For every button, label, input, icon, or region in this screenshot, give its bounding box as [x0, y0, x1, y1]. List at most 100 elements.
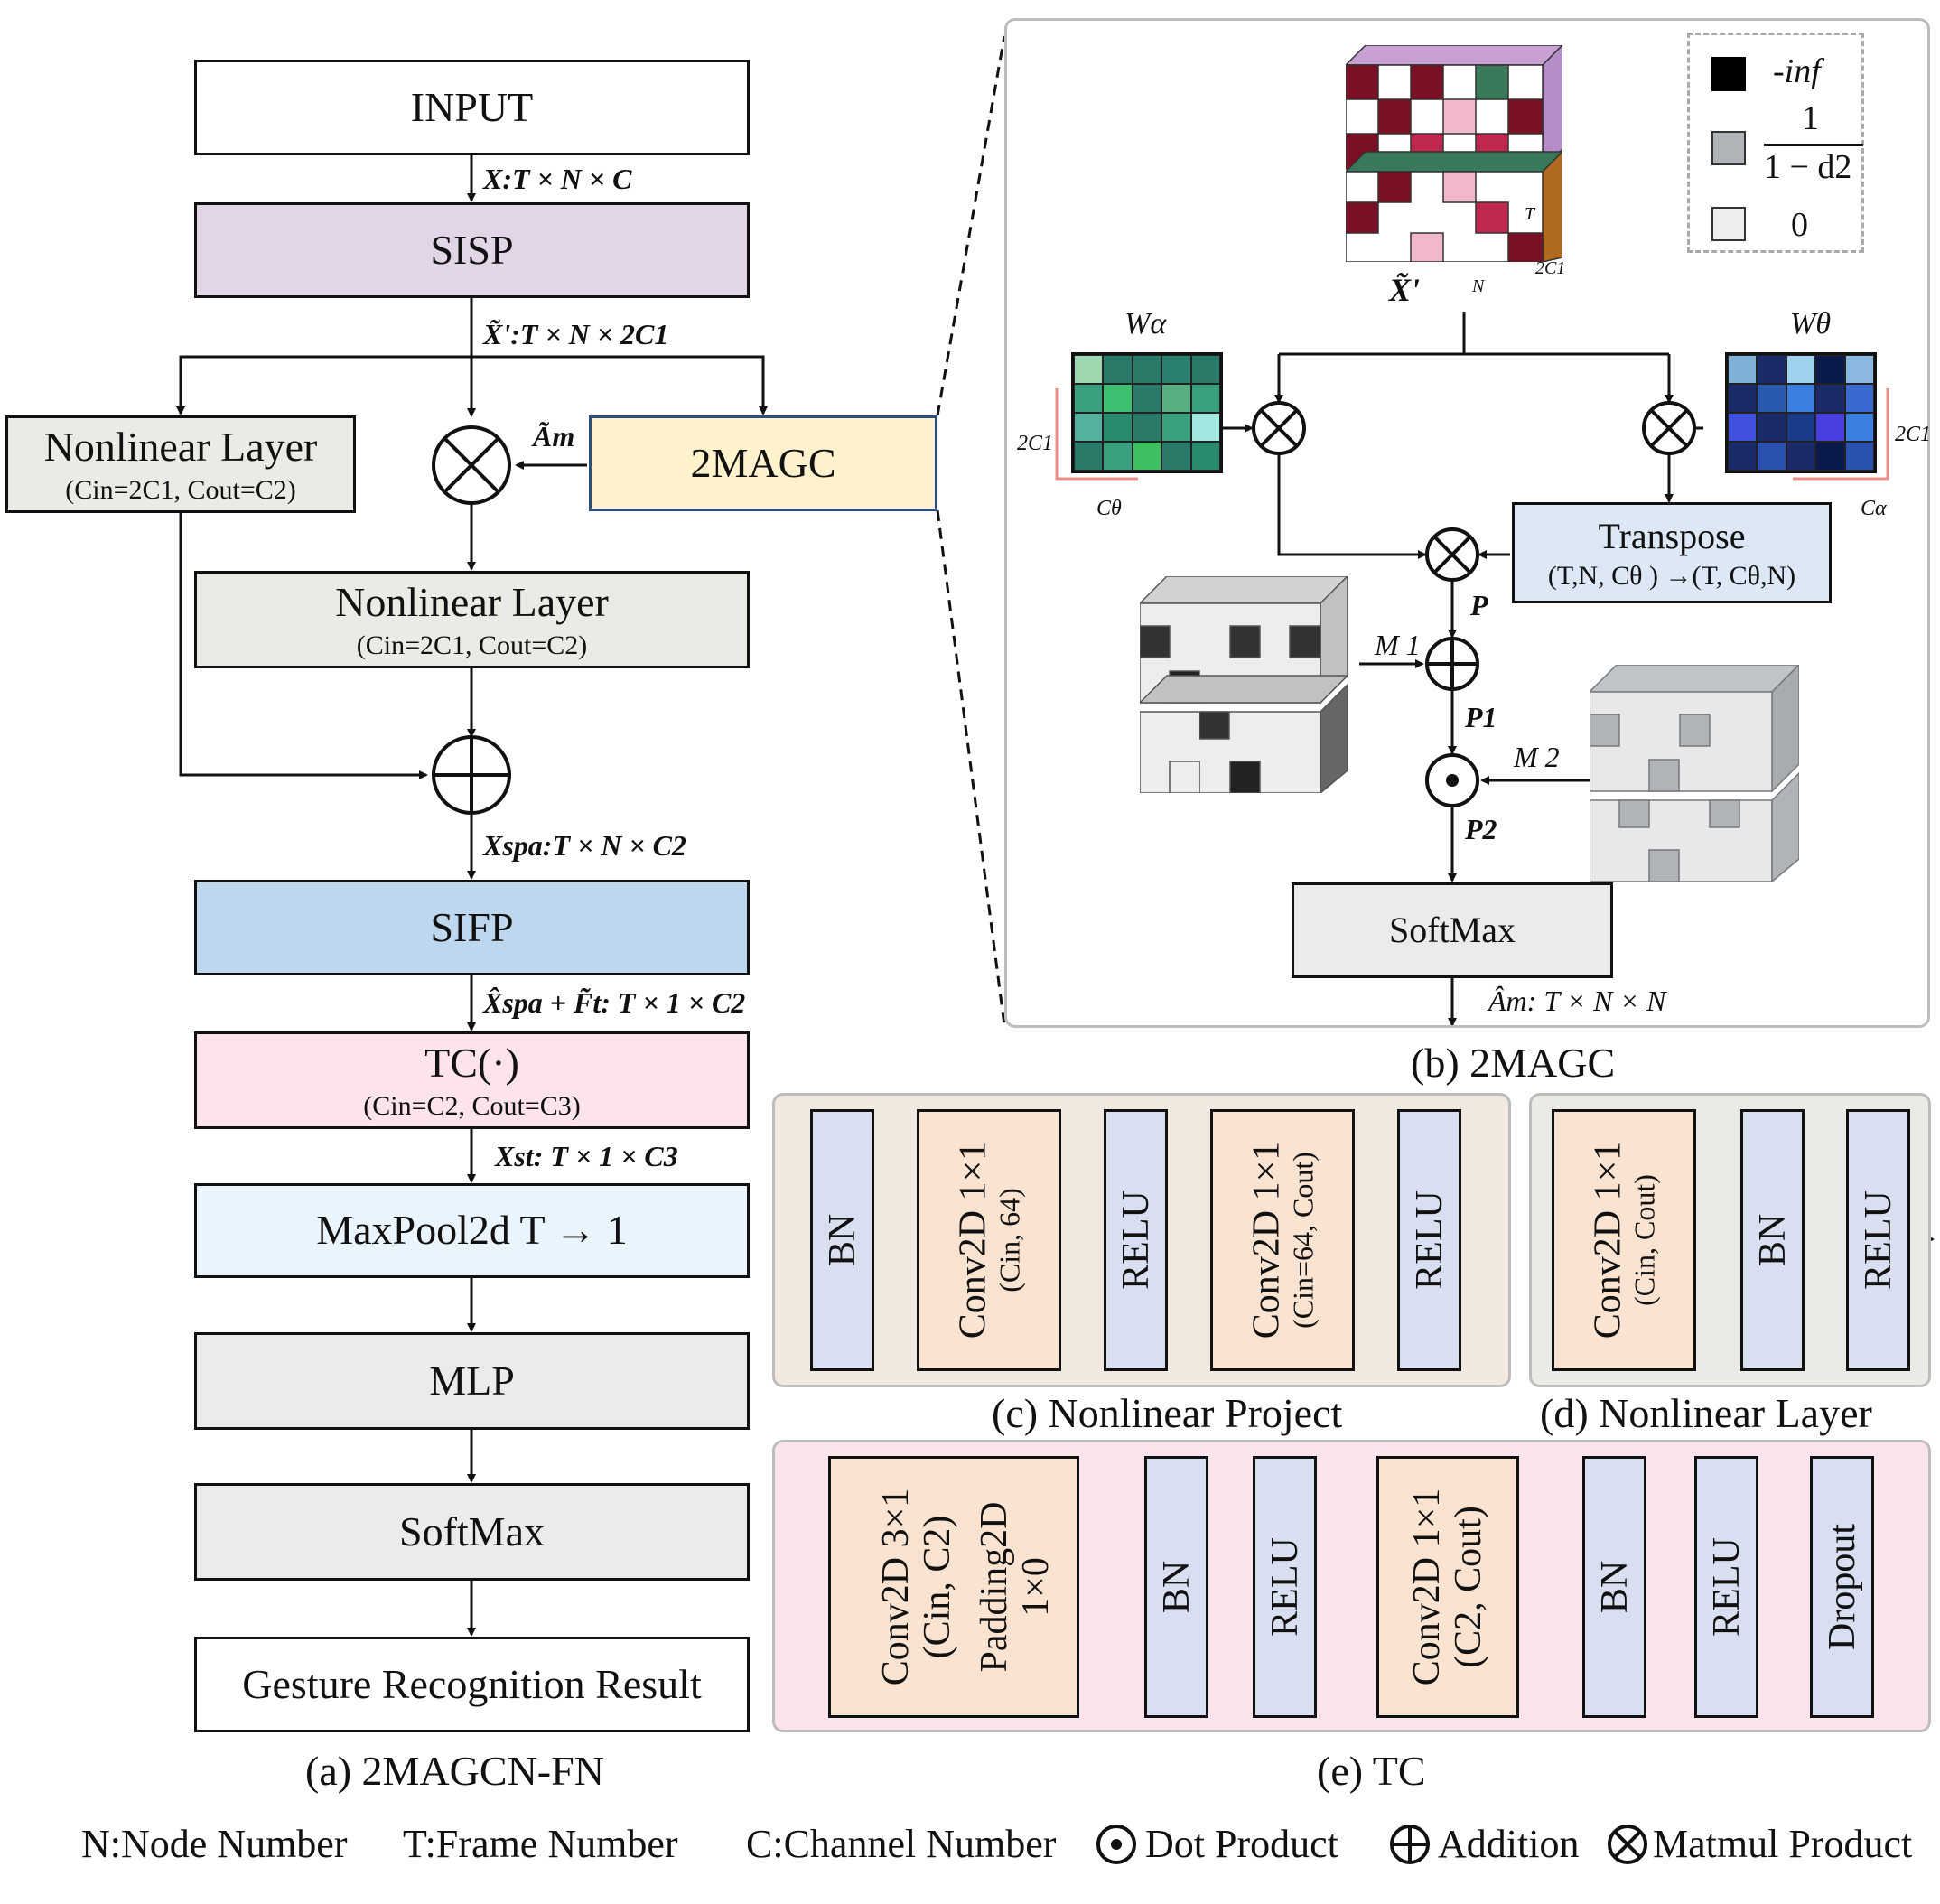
nl-conv-sub: (Cin, Cout): [1628, 1174, 1661, 1306]
nonlinear-center-title: Nonlinear Layer: [335, 579, 609, 626]
np-bn-label: BN: [821, 1213, 863, 1267]
a-m-label: Ãm: [533, 420, 575, 453]
nl-conv-title: Conv2D 1×1: [1587, 1141, 1629, 1339]
np-relu1-label: RELU: [1115, 1190, 1157, 1290]
x-tilde-label: X̃': [1389, 272, 1421, 308]
tc-conv1-line2: (Cin, C2): [917, 1515, 959, 1659]
np-conv2-title: Conv2D 1×1: [1245, 1141, 1288, 1339]
tc-conv2-line2: (C2, Cout): [1448, 1506, 1489, 1668]
x-tilde-tensor: [1344, 43, 1564, 263]
np-relu2-label: RELU: [1408, 1190, 1450, 1290]
x-st-label: Xst: T × 1 × C3: [495, 1140, 678, 1172]
nonlinear-layer-left: Nonlinear Layer (Cin=2C1, Cout=C2): [5, 415, 356, 513]
x-input-label: X:T × N × C: [483, 163, 632, 195]
m2-mask-graphic: [1588, 663, 1801, 883]
legend-frac-den: 1 − d2: [1764, 148, 1852, 186]
m1-mask-tensor: [1138, 574, 1349, 795]
w-theta-2c1-label: 2C1: [1895, 423, 1932, 446]
tc-relu1-block: RELU: [1253, 1456, 1317, 1718]
transpose-title: Transpose: [1598, 515, 1746, 556]
tc-relu2-label: RELU: [1705, 1537, 1748, 1637]
x-prime-label: X̃':T × N × 2C1: [483, 318, 669, 350]
caption-d: (d) Nonlinear Layer: [1540, 1390, 1872, 1436]
w-alpha-label: Wα: [1124, 307, 1167, 341]
tc-conv1-line3: Padding2D: [973, 1501, 1015, 1673]
operator-symbols: [432, 401, 1696, 1864]
nonlinear-left-title: Nonlinear Layer: [43, 424, 318, 471]
legend-neg-inf: -inf: [1773, 52, 1821, 90]
tensor-t-label: T: [1525, 204, 1535, 224]
tc-dropout-block: Dropout: [1810, 1456, 1874, 1718]
np-conv1-text: Conv2D 1×1(Cin, 64): [952, 1142, 1025, 1339]
nonlinear-left-params: (Cin=2C1, Cout=C2): [65, 474, 296, 505]
np-relu1-block: RELU: [1104, 1109, 1168, 1371]
p2-label: P2: [1465, 813, 1497, 845]
nl-relu-label: RELU: [1857, 1190, 1899, 1290]
sifp-label: SIFP: [430, 903, 514, 950]
tc-dropout-label: Dropout: [1821, 1524, 1863, 1650]
maxpool-label: MaxPool2d T → 1: [316, 1207, 628, 1254]
nl-bn-label: BN: [1751, 1213, 1794, 1267]
caption-a: (a) 2MAGCN-FN: [305, 1748, 604, 1794]
np-conv2-text: Conv2D 1×1(Cin=64, Cout): [1245, 1142, 1319, 1339]
magc-panel: [1004, 18, 1930, 1028]
np-conv2-block: Conv2D 1×1(Cin=64, Cout): [1210, 1109, 1355, 1371]
tc-bn1-block: BN: [1144, 1456, 1208, 1718]
result-label: Gesture Recognition Result: [242, 1660, 702, 1707]
x-spa-label: Xspa:T × N × C2: [483, 829, 686, 862]
p-label: P: [1470, 589, 1488, 621]
legend-swatch-white: [1711, 207, 1746, 241]
mlp-block: MLP: [194, 1332, 750, 1430]
sisp-label: SISP: [430, 226, 514, 273]
w-theta-label: Wθ: [1790, 307, 1832, 341]
result-block: Gesture Recognition Result: [194, 1637, 750, 1732]
footer-matmul: Matmul Product: [1653, 1822, 1913, 1866]
np-conv1-title: Conv2D 1×1: [952, 1141, 994, 1339]
legend-frac-line: [1764, 144, 1863, 146]
c-alpha-label: Cα: [1861, 497, 1887, 520]
np-bn-block: BN: [810, 1109, 874, 1371]
caption-e: (e) TC: [1317, 1748, 1426, 1794]
np-conv1-sub: (Cin, 64): [993, 1188, 1026, 1293]
tc-relu2-block: RELU: [1694, 1456, 1758, 1718]
tc-bn1-label: BN: [1155, 1560, 1198, 1614]
tc-relu1-label: RELU: [1264, 1537, 1306, 1637]
tc-params: (Cin=C2, Cout=C3): [363, 1090, 581, 1121]
c-theta-label: Cθ: [1096, 497, 1122, 520]
tc-conv1-line4: 1×0: [1015, 1557, 1057, 1617]
input-label: INPUT: [410, 83, 534, 130]
nonlinear-layer-center: Nonlinear Layer (Cin=2C1, Cout=C2): [194, 571, 750, 668]
p1-label: P1: [1465, 701, 1497, 733]
nl-conv-block: Conv2D 1×1(Cin, Cout): [1552, 1109, 1696, 1371]
tc-conv1-text-a: Conv2D 3×1(Cin, C2): [875, 1489, 958, 1686]
w-alpha-2c1-label: 2C1: [1017, 432, 1054, 455]
tc-bn2-label: BN: [1593, 1560, 1636, 1614]
footer-add: Addition: [1438, 1822, 1580, 1866]
transpose-sub: (T,N, Cθ ) →(T, Cθ,N): [1547, 560, 1796, 591]
nl-conv-text: Conv2D 1×1(Cin, Cout): [1587, 1142, 1660, 1339]
footer-frame: T:Frame Number: [403, 1822, 678, 1866]
np-relu2-block: RELU: [1397, 1109, 1461, 1371]
legend-swatch-black: [1711, 57, 1746, 91]
input-block: INPUT: [194, 60, 750, 155]
magc-softmax-label: SoftMax: [1389, 910, 1516, 950]
x-spa-ft-label: X̂spa + F̃t: T × 1 × C2: [483, 986, 746, 1019]
m2-mask-tensor: [1588, 663, 1801, 883]
nl-relu-block: RELU: [1846, 1109, 1910, 1371]
twomagc-block: 2MAGC: [589, 415, 937, 511]
sifp-block: SIFP: [194, 880, 750, 975]
tensor-n-label: N: [1472, 276, 1485, 296]
caption-b: (b) 2MAGC: [1411, 1040, 1616, 1086]
legend-zero: 0: [1791, 206, 1808, 244]
transpose-block: Transpose (T,N, Cθ ) →(T, Cθ,N): [1512, 502, 1832, 603]
nonlinear-center-params: (Cin=2C1, Cout=C2): [356, 630, 588, 660]
tc-conv1-line1: Conv2D 3×1: [875, 1488, 917, 1686]
x-tilde-tensor-graphic: [1344, 43, 1564, 263]
w-alpha-matrix: [1071, 352, 1223, 473]
legend-frac-num: 1: [1802, 99, 1819, 137]
magc-output-label: Âm: T × N × N: [1488, 985, 1666, 1017]
softmax-label: SoftMax: [399, 1507, 545, 1554]
tc-conv2-line1: Conv2D 1×1: [1405, 1488, 1448, 1686]
